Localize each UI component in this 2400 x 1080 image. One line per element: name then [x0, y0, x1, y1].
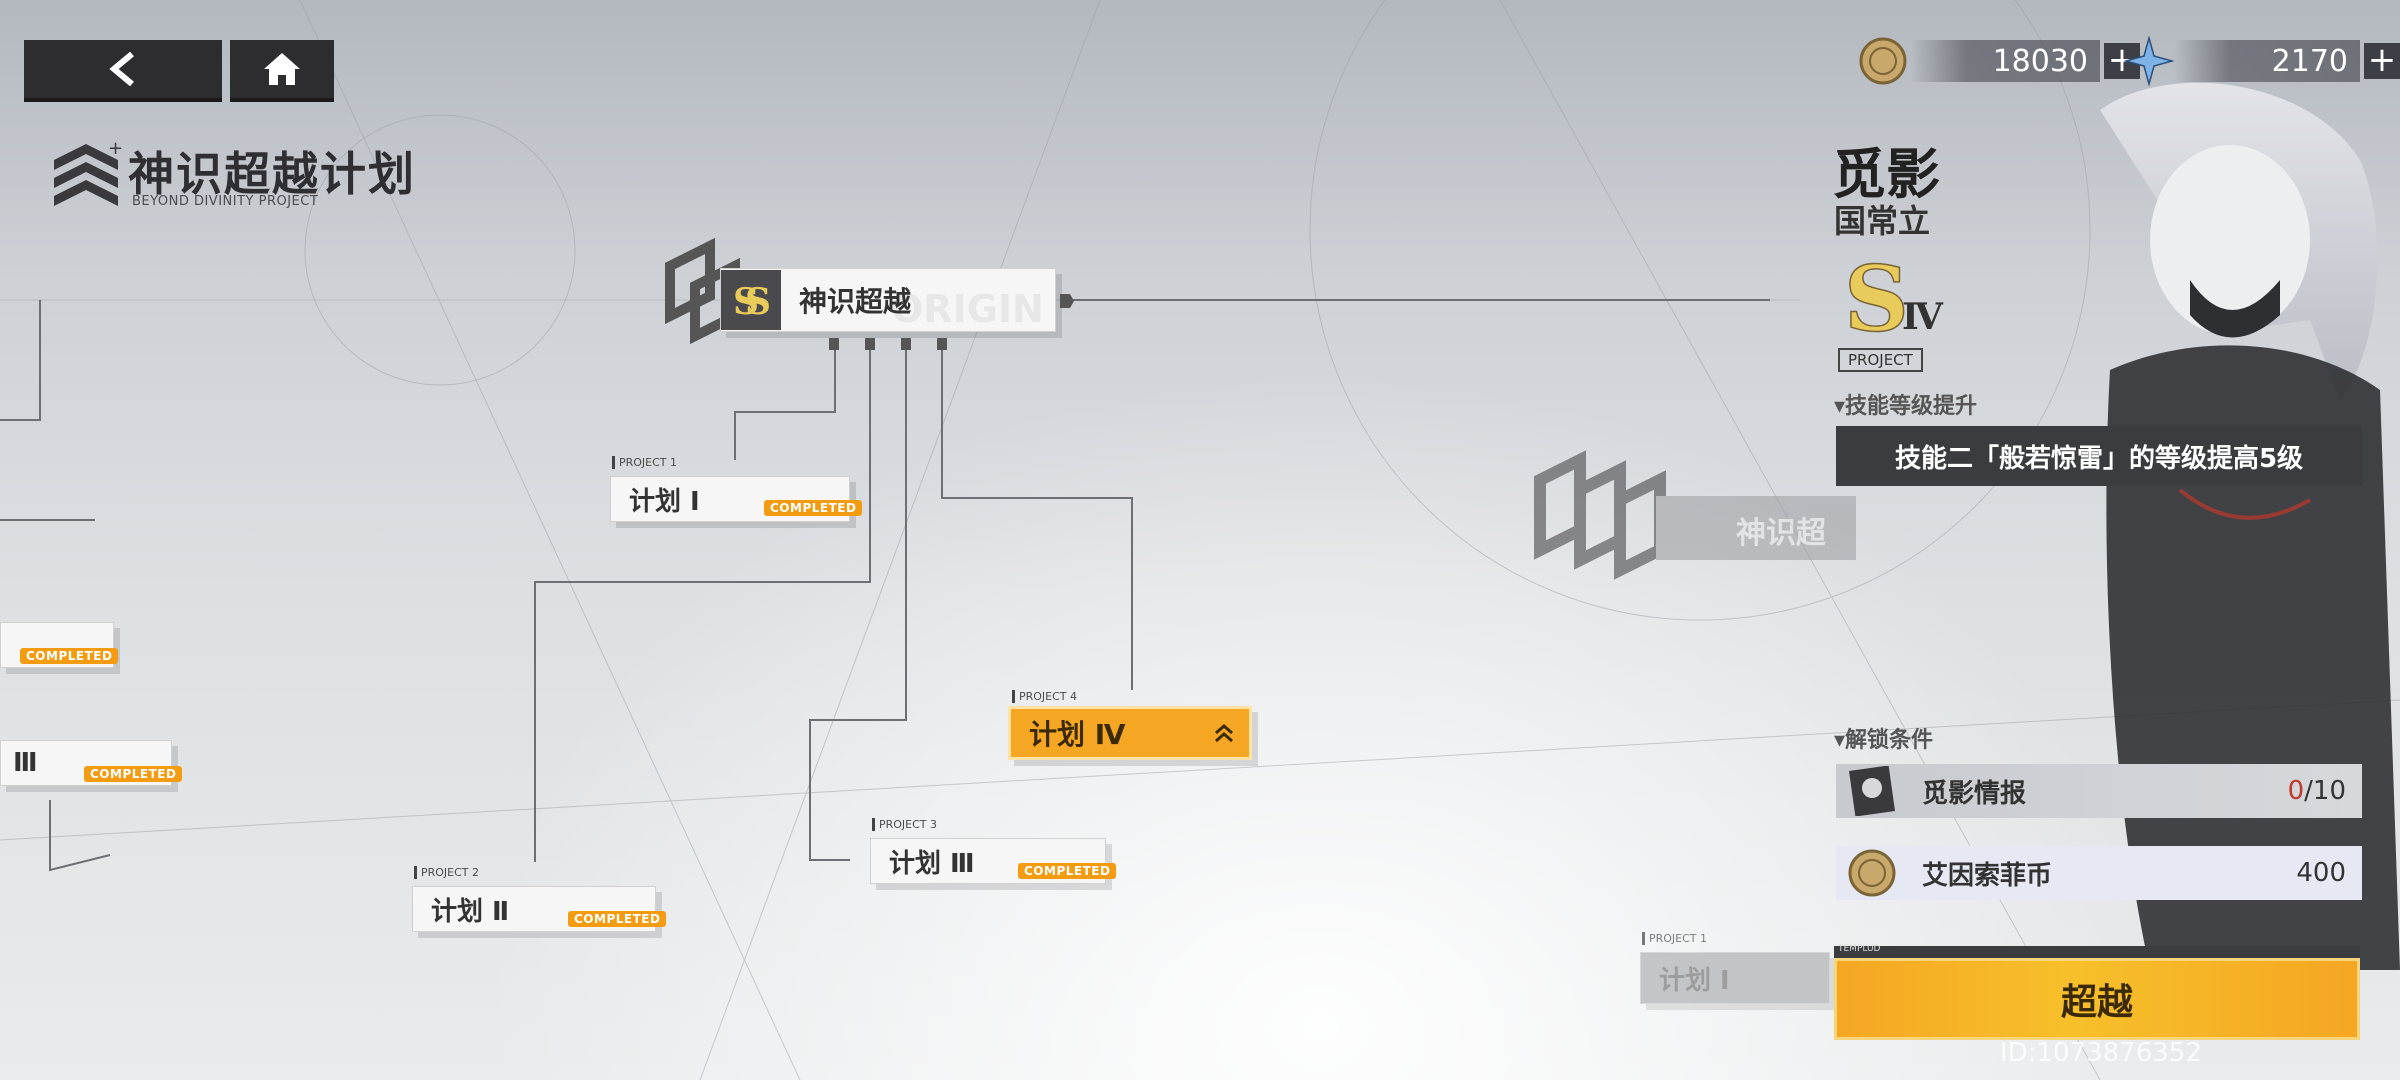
project-1-label: 计划 Ⅰ [629, 486, 700, 517]
skill-upgrade-banner: 技能二「般若惊雷」的等级提高5级 [1836, 426, 2362, 486]
node-root-watermark: ORIGIN [891, 287, 1044, 331]
character-portrait [2100, 82, 2400, 970]
svg-text:+: + [108, 140, 123, 159]
project-label: PROJECT [1838, 348, 1923, 372]
node-root-label: 神识超越 [799, 285, 912, 318]
svg-text:S: S [1844, 246, 1909, 344]
currency-crystal: 2170 + [2124, 36, 2400, 86]
project-4-label: 计划 Ⅳ [1029, 718, 1126, 751]
transcend-button[interactable]: 超越 [1834, 958, 2360, 1040]
character-group: 国常立 [1834, 202, 1931, 240]
next-project-1-tag: PROJECT 1 [1642, 932, 1707, 945]
coin-icon [1859, 37, 1907, 85]
condition-coin-label: 艾因索菲币 [1922, 860, 2053, 891]
currency-coin: 18030 + [1856, 36, 2140, 86]
node-project-3[interactable]: 计划 Ⅲ [870, 838, 1106, 884]
root-connector-icon [1060, 294, 1074, 308]
project-1-completed-badge: COMPLETED [764, 500, 863, 516]
condition-intel-label: 觅影情报 [1922, 778, 2027, 809]
page-title: 神识超越计划 [128, 147, 416, 201]
condition-intel-value: 0/10 [2287, 776, 2346, 806]
skill-section-heading: ▾技能等级提升 [1834, 394, 1978, 419]
left-partial-2-completed-badge: COMPLETED [84, 766, 183, 782]
intel-card-icon [1848, 766, 1896, 816]
project-2-tag: PROJECT 2 [414, 866, 479, 879]
coin-icon [1848, 849, 1896, 897]
triangle-down-icon: ▾ [1834, 394, 1846, 419]
project-4-tag: PROJECT 4 [1012, 690, 1077, 703]
next-project-1-label: 计划 Ⅰ [1659, 965, 1730, 996]
back-arrow-icon [109, 52, 134, 86]
project-2-completed-badge: COMPLETED [568, 911, 667, 927]
left-partial-2-label: Ⅲ [13, 748, 38, 778]
coin-amount: 18030 [1910, 40, 2100, 82]
project-2-label: 计划 Ⅱ [431, 896, 510, 927]
next-phase-label: 神识超 [1736, 516, 1826, 551]
page-subtitle: BEYOND DIVINITY PROJECT [132, 194, 319, 209]
project-3-label: 计划 Ⅲ [889, 848, 975, 879]
project-3-completed-badge: COMPLETED [1018, 863, 1117, 879]
crystal-amount: 2170 [2174, 40, 2360, 82]
rank-numeral: Ⅳ [1902, 296, 1943, 338]
left-partial-1-completed-badge: COMPLETED [20, 648, 119, 664]
character-name: 觅影 [1832, 143, 1940, 206]
triangle-down-icon: ▾ [1834, 728, 1846, 753]
svg-text:S: S [733, 281, 759, 322]
rank-chevron-logo-icon: + [54, 140, 123, 206]
next-project-1-node: 计划 Ⅰ [1640, 952, 1830, 1004]
node-project-4[interactable]: 计划 Ⅳ [1008, 706, 1252, 760]
home-icon [264, 53, 300, 85]
upgrade-chevrons-icon [1215, 724, 1233, 743]
rank-emblem-icon: S [1843, 245, 1910, 344]
node-project-1[interactable]: 计划 Ⅰ [610, 476, 850, 522]
unlock-section-heading: ▾解锁条件 [1834, 728, 1934, 753]
project-1-tag: PROJECT 1 [612, 456, 677, 469]
crystal-icon [2124, 36, 2174, 86]
home-button[interactable] [230, 40, 334, 102]
condition-intel[interactable]: 觅影情报 0/10 [1836, 764, 2362, 818]
project-3-tag: PROJECT 3 [872, 818, 937, 831]
add-crystal-button[interactable]: + [2364, 43, 2400, 79]
svg-text:S: S [745, 281, 771, 322]
condition-coin-value: 400 [2296, 858, 2346, 888]
back-button[interactable] [24, 40, 222, 102]
next-phase-preview: 神识超 [1520, 450, 1856, 610]
root-port-icons [829, 338, 947, 350]
action-header-strip: TEMPLUD [1834, 944, 2360, 958]
user-id-watermark: ID:1073876352 [2000, 1038, 2202, 1068]
condition-coin[interactable]: 艾因索菲币 400 [1836, 846, 2362, 900]
